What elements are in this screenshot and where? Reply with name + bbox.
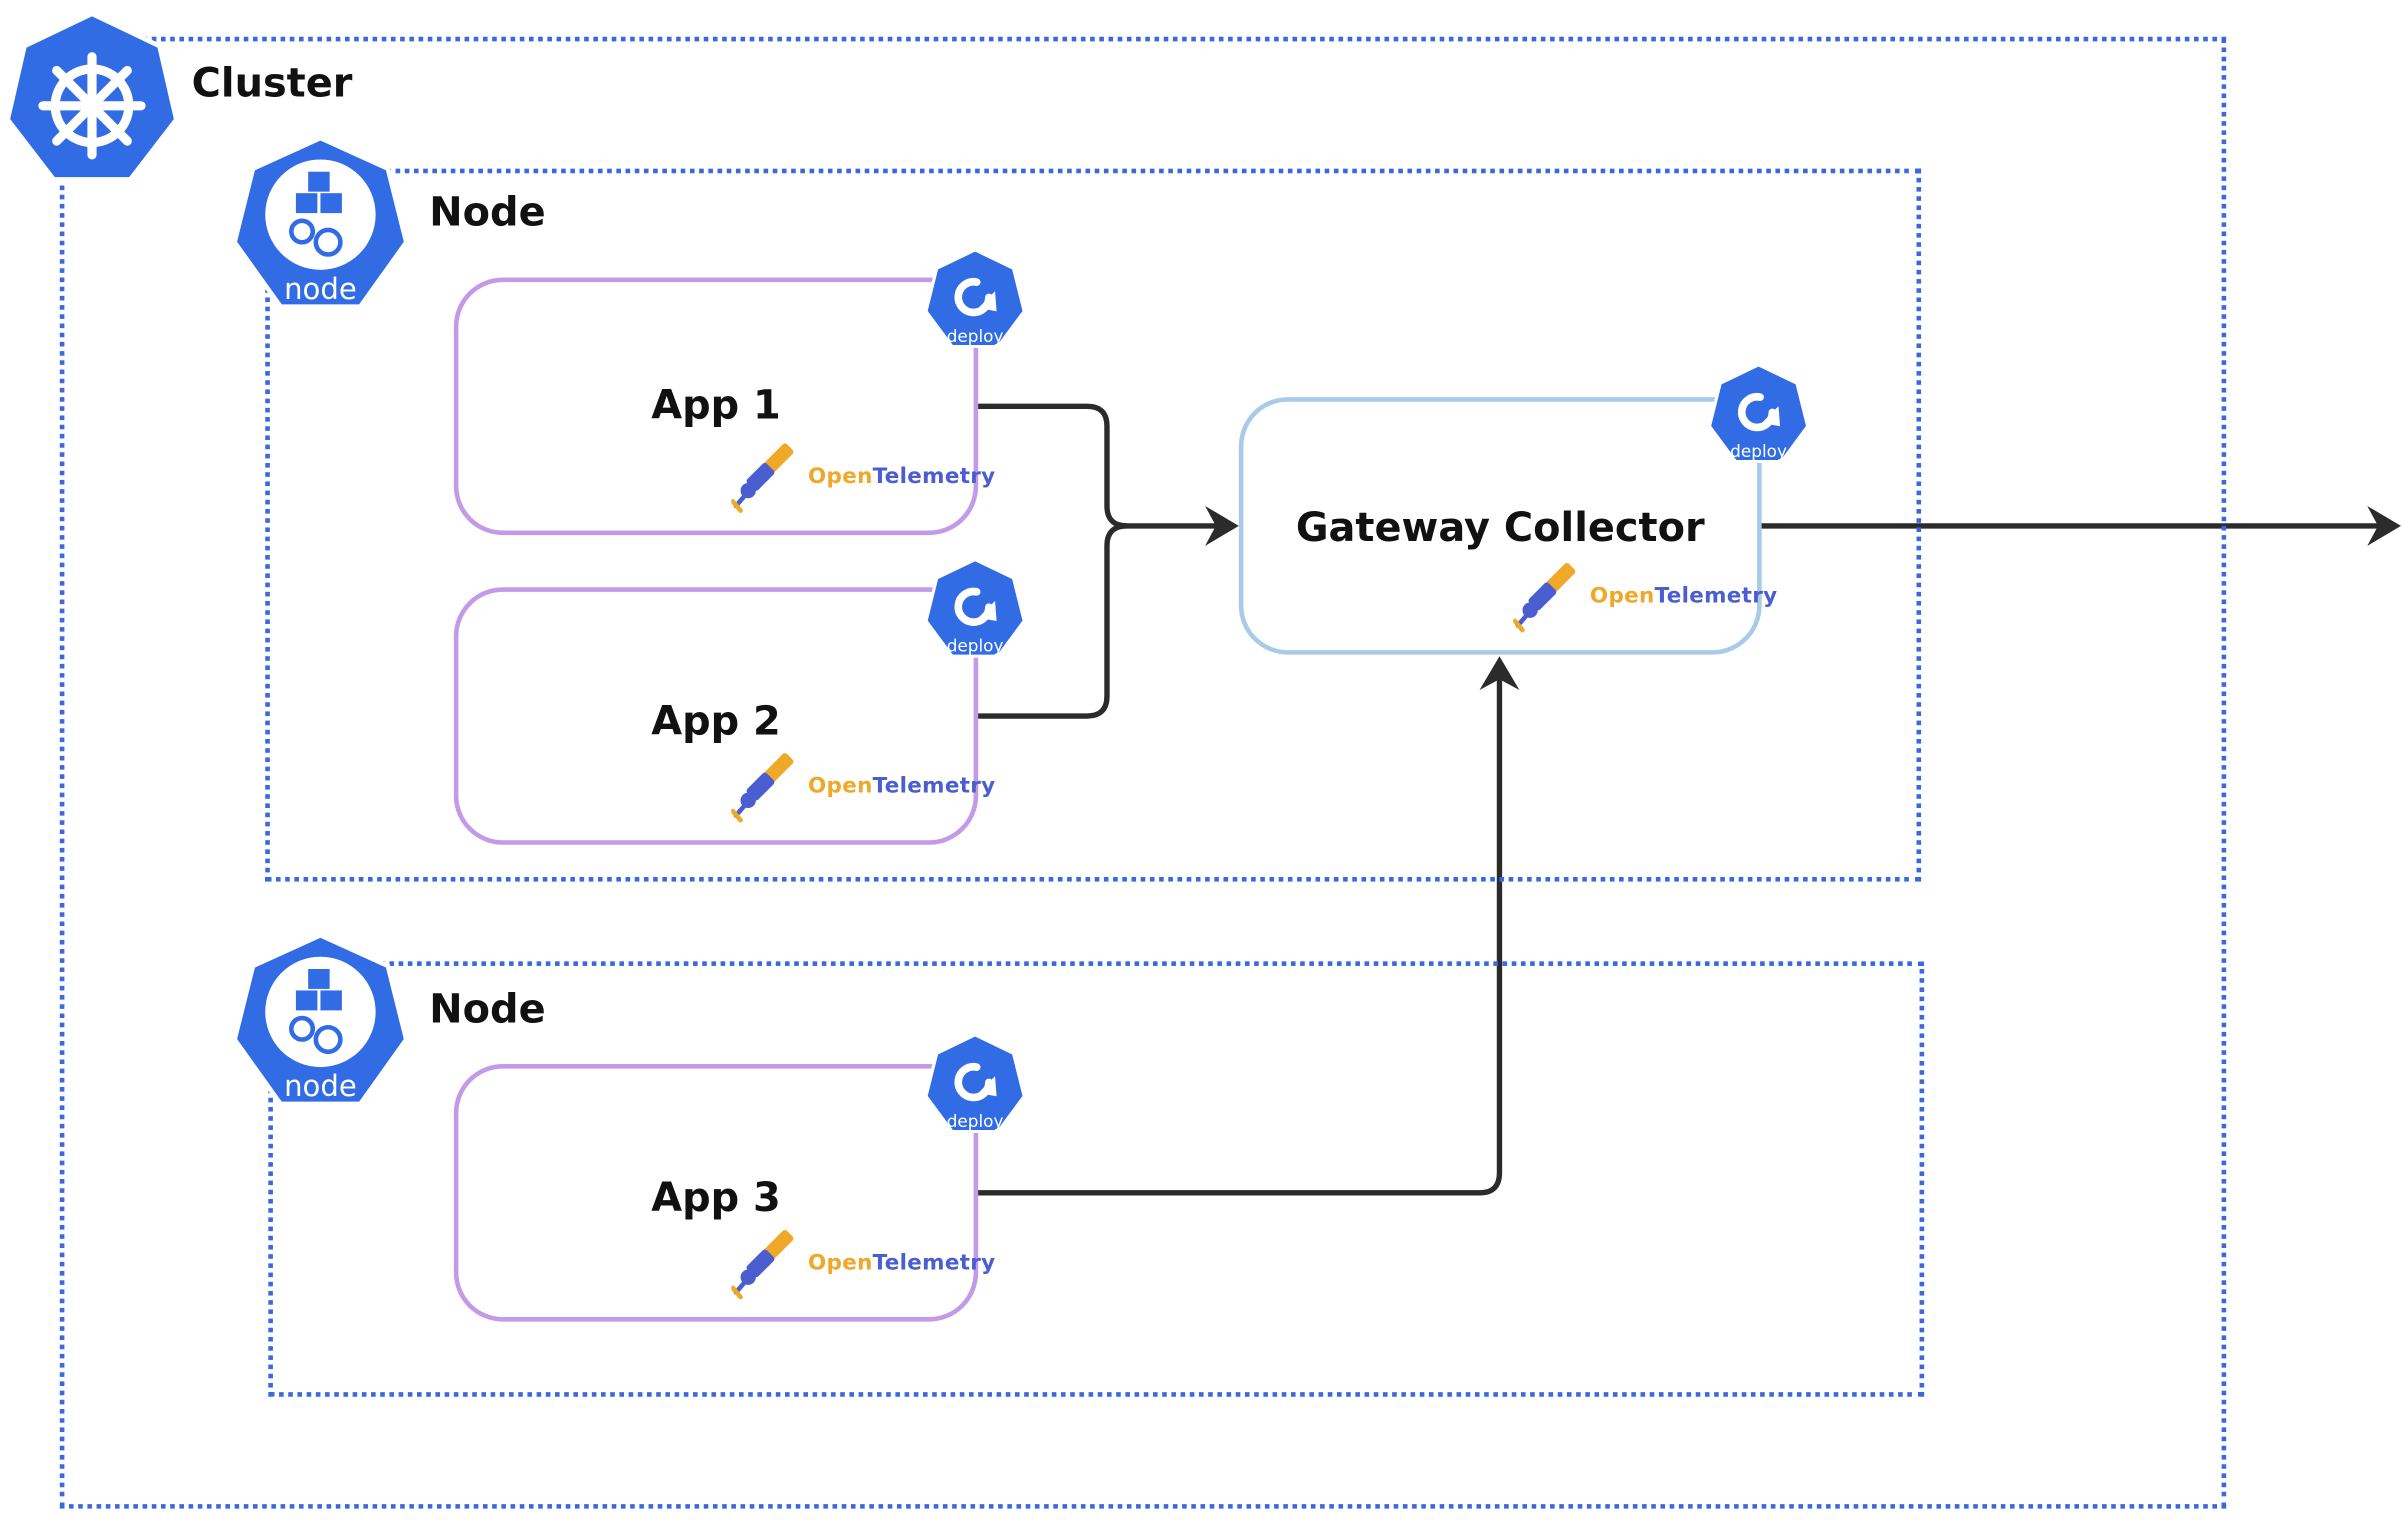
flow-app3-to-gateway bbox=[976, 677, 1503, 1196]
deploy-icon: deploy bbox=[1705, 363, 1812, 470]
node-frame-2 bbox=[268, 961, 1925, 1397]
deploy-icon: deploy bbox=[921, 248, 1028, 355]
node-2-icon-caption: node bbox=[284, 1069, 357, 1103]
flow-app2-to-gateway bbox=[976, 523, 1128, 719]
gateway-badge-caption: deploy bbox=[1730, 441, 1787, 461]
cluster-label: Cluster bbox=[191, 61, 353, 108]
app-1-title: App 1 bbox=[651, 383, 781, 430]
app-1-badge-caption: deploy bbox=[947, 326, 1004, 346]
kubernetes-helm-icon bbox=[5, 11, 179, 182]
arrowhead-gateway-bottom bbox=[1479, 656, 1520, 690]
app-2-title: App 2 bbox=[651, 699, 781, 746]
app-3-title: App 3 bbox=[651, 1175, 781, 1222]
otel-telescope-icon bbox=[731, 438, 808, 515]
node-1-icon-caption: node bbox=[284, 272, 357, 306]
app-2-badge-caption: deploy bbox=[947, 636, 1004, 656]
deploy-icon: deploy bbox=[921, 558, 1028, 665]
deploy-icon: deploy bbox=[921, 1033, 1028, 1140]
node-1-label: Node bbox=[429, 190, 546, 237]
node-frame-1 bbox=[265, 168, 1922, 882]
arrowhead-gateway-in bbox=[1205, 505, 1239, 546]
arrowhead-external bbox=[2367, 505, 2401, 546]
node-cubes-gear-icon: node bbox=[232, 932, 409, 1107]
otel-telescope-icon bbox=[731, 748, 808, 825]
node-2-label: Node bbox=[429, 987, 546, 1034]
otel-telescope-icon bbox=[731, 1225, 808, 1302]
node-cubes-gear-icon: node bbox=[232, 135, 409, 309]
cluster-frame bbox=[59, 36, 2227, 1509]
gateway-collector-title: Gateway Collector bbox=[1295, 505, 1705, 552]
app-3-badge-caption: deploy bbox=[947, 1111, 1004, 1131]
otel-telescope-icon bbox=[1513, 558, 1590, 635]
